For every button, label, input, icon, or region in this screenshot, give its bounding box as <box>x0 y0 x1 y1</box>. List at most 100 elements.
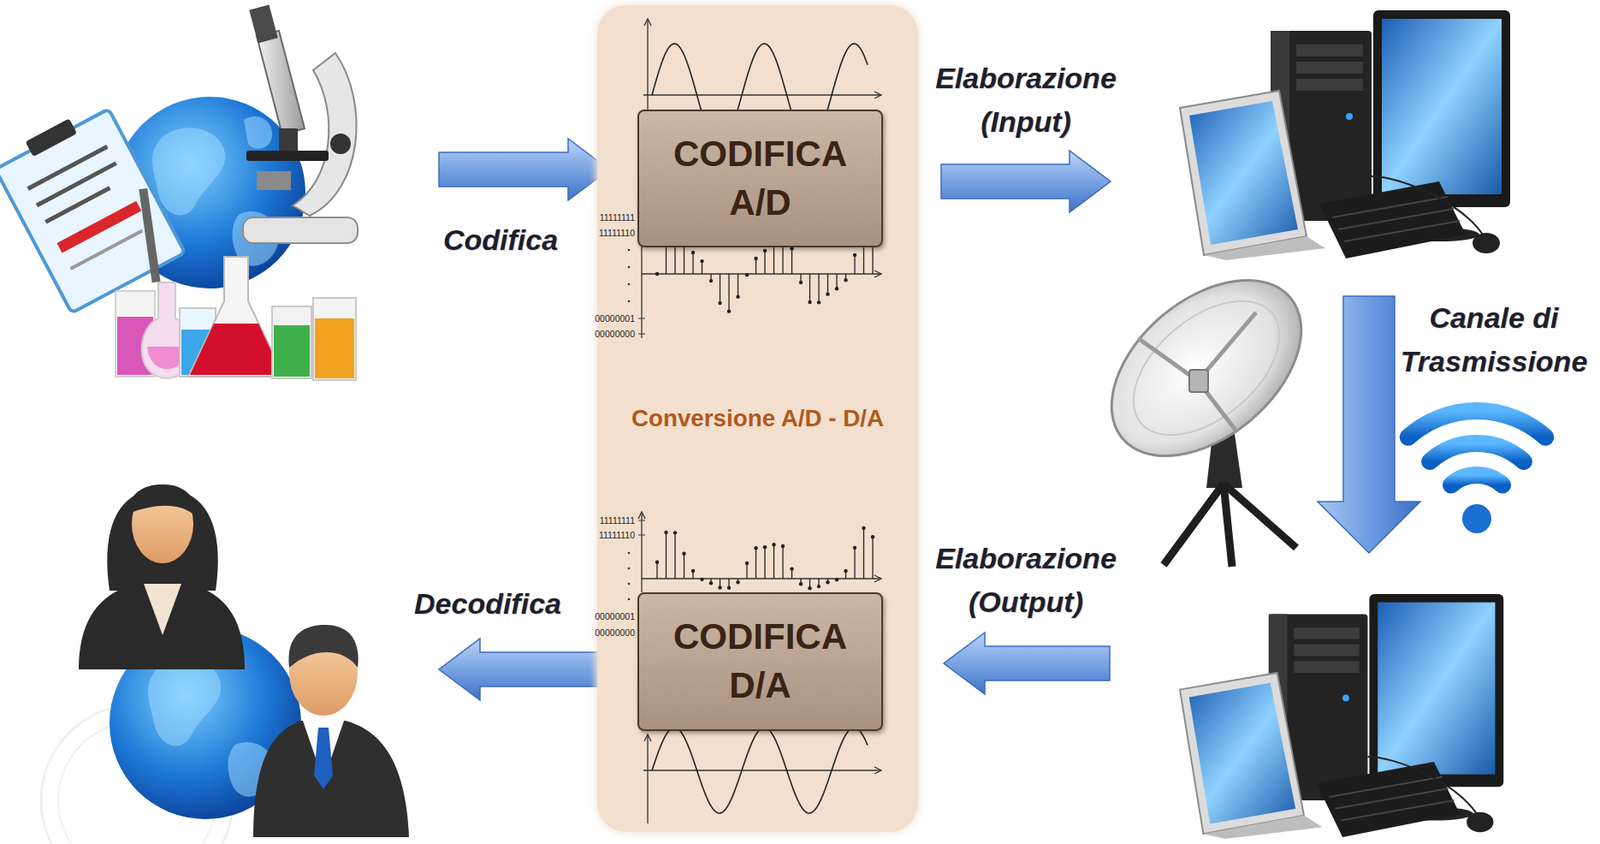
computer-icon <box>1316 761 1461 837</box>
computer-icon <box>1371 176 1483 235</box>
binary-level: 00000000 <box>583 627 635 639</box>
label-slot: 11111111 <box>583 515 635 527</box>
computer-icon <box>1367 756 1476 814</box>
sample-stem <box>719 273 721 303</box>
sample-dot <box>691 568 695 573</box>
sample-dot <box>745 272 749 277</box>
sample-stem <box>701 260 703 274</box>
sample-dot <box>735 580 740 584</box>
clipboard <box>0 108 185 313</box>
sample-dot <box>753 256 758 261</box>
computer-icon <box>1179 90 1307 255</box>
people-illustration <box>148 657 221 746</box>
sample-stem <box>835 273 837 289</box>
people-illustration <box>314 727 333 789</box>
people-illustration <box>128 484 197 517</box>
block-arrow <box>438 638 608 700</box>
clipboard <box>25 118 78 157</box>
sample-dot <box>717 585 722 589</box>
sample-stem <box>827 578 829 582</box>
axis-arrow <box>644 734 652 741</box>
microscope <box>278 128 298 151</box>
computer-icon <box>1466 811 1494 833</box>
sample-stem <box>656 562 658 579</box>
label-slot: 00000000 <box>583 627 635 639</box>
computer-icon <box>1179 593 1504 839</box>
people-illustration <box>253 720 409 837</box>
sample-stem <box>800 273 801 283</box>
box-label: CODIFICA A/D <box>645 130 875 227</box>
science-illustration <box>0 5 358 380</box>
binary-level: 11111111 <box>583 212 635 224</box>
binary-level: 00000001 <box>583 313 635 325</box>
computer-icon <box>1189 100 1298 245</box>
ellipsis-dots <box>628 248 631 252</box>
sample-dot <box>763 248 767 253</box>
computer-icon <box>1293 644 1359 657</box>
lab-glassware <box>314 318 355 379</box>
sample-dot <box>781 544 785 548</box>
computer-icon <box>1296 44 1363 57</box>
sample-stem <box>719 578 721 587</box>
computer-icon <box>1296 78 1363 91</box>
people-illustration <box>78 484 409 837</box>
label-slot: 11111110 <box>583 529 635 541</box>
science-illustration <box>152 127 226 215</box>
arrow-label: Elaborazione (Input) <box>913 56 1138 144</box>
binary-level: 00000001 <box>583 610 635 623</box>
sample-stem <box>683 553 685 579</box>
block-arrow <box>438 138 610 201</box>
axis-arrow <box>874 270 882 278</box>
plot-axis <box>641 577 882 579</box>
sample-stem <box>791 248 793 274</box>
axis-arrow <box>874 766 882 774</box>
satellite-dish <box>1078 244 1335 491</box>
sample-dot <box>745 561 749 565</box>
sample-stem <box>665 532 667 579</box>
satellite-dish <box>1078 244 1335 567</box>
box-label: CODIFICA D/A <box>645 612 875 710</box>
sample-stem <box>871 536 873 579</box>
sample-dot <box>655 559 659 563</box>
level-tick <box>638 333 646 335</box>
computer-icon <box>1332 196 1448 218</box>
ellipsis-dots <box>628 567 631 570</box>
computer-icon <box>1368 593 1504 787</box>
sample-stem <box>755 258 757 274</box>
lab-glassware <box>313 297 356 380</box>
sample-stem <box>809 578 811 588</box>
codec-box: CODIFICA A/D <box>637 109 883 248</box>
microscope <box>248 5 279 44</box>
level-tick <box>638 318 646 320</box>
people-illustration <box>288 624 358 668</box>
microscope <box>242 5 358 243</box>
clipboard <box>56 201 142 254</box>
computer-icon <box>1296 61 1363 74</box>
level-tick <box>638 520 646 535</box>
label-slot: 11111111 <box>583 212 635 224</box>
computer-icon <box>1319 181 1466 259</box>
sample-dot <box>771 542 776 546</box>
sample-stem <box>817 273 819 303</box>
sample-stem <box>791 568 793 579</box>
wifi-icon <box>1462 503 1492 534</box>
microscope <box>292 53 357 216</box>
sample-stem <box>692 252 694 274</box>
ellipsis-dots <box>628 551 631 555</box>
sample-stem <box>746 273 747 275</box>
sample-stem <box>817 578 819 587</box>
sample-dot <box>835 577 839 581</box>
sample-dot <box>673 530 677 534</box>
sample-stem <box>764 250 765 274</box>
arrow-label: Codifica <box>414 218 587 262</box>
ellipsis-dots <box>628 598 631 601</box>
computer-icon <box>1328 776 1442 798</box>
label-slot: Elaborazione (Output) <box>913 536 1138 624</box>
microscope <box>246 150 329 161</box>
sample-stem <box>710 273 712 281</box>
sample-stem <box>746 562 747 579</box>
sample-stem <box>863 527 865 579</box>
conversion-panel: Conversione A/D - D/ACODIFICA A/DCODIFIC… <box>597 5 919 832</box>
sample-dot <box>843 278 848 282</box>
